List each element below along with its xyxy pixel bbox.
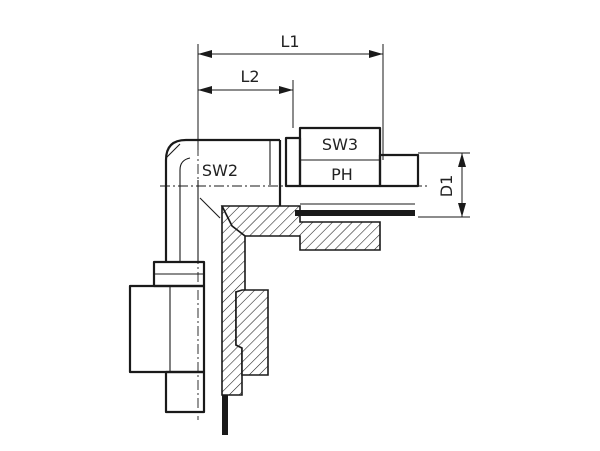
vertical-tube [222,395,228,435]
label-l2: L2 [240,67,259,86]
label-l1: L1 [280,32,299,51]
lower-left-nut [128,260,206,414]
tube-shoulder [378,153,420,188]
dimension-l1: L1 [197,32,384,160]
lower-nut-section [235,289,269,376]
label-ph: PH [331,165,353,184]
elbow-body [164,138,282,262]
dimension-l2: L2 [198,67,294,128]
horizontal-tube [295,210,415,216]
dimension-d1: D1 [418,152,470,218]
label-sw2: SW2 [202,161,238,180]
label-d1: D1 [437,175,456,198]
label-sw3: SW3 [322,135,358,154]
